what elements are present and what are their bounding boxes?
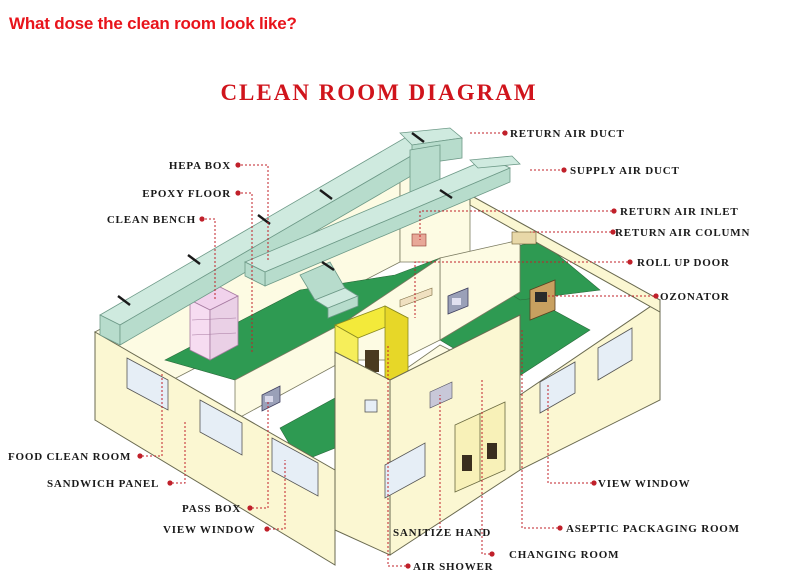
label-pass-box: PASS BOX bbox=[182, 503, 241, 515]
label-return-air-duct: RETURN AIR DUCT bbox=[510, 128, 625, 140]
label-roll-up-door: ROLL UP DOOR bbox=[637, 257, 730, 269]
labels: RETURN AIR DUCT SUPPLY AIR DUCT HEPA BOX… bbox=[8, 128, 750, 573]
window-5 bbox=[597, 327, 633, 381]
window-4 bbox=[539, 361, 576, 414]
label-food-clean-room: FOOD CLEAN ROOM bbox=[8, 451, 131, 463]
leader-lines bbox=[142, 132, 654, 567]
right-side-wall bbox=[469, 194, 661, 313]
label-return-air-inlet: RETURN AIR INLET bbox=[620, 206, 739, 218]
label-air-shower: AIR SHOWER bbox=[413, 561, 494, 573]
page-question: What dose the clean room look like? bbox=[9, 14, 297, 33]
label-supply-air-duct: SUPPLY AIR DUCT bbox=[570, 165, 680, 177]
label-aseptic-packaging-room: ASEPTIC PACKAGING ROOM bbox=[566, 523, 740, 535]
label-clean-bench: CLEAN BENCH bbox=[107, 214, 196, 226]
label-sandwich-panel: SANDWICH PANEL bbox=[47, 478, 159, 490]
label-changing-room: CHANGING ROOM bbox=[509, 549, 619, 561]
label-dots bbox=[137, 130, 659, 569]
label-view-window-right: VIEW WINDOW bbox=[598, 478, 690, 490]
return-air-duct bbox=[99, 127, 463, 346]
window-1 bbox=[126, 357, 169, 411]
window-3 bbox=[271, 437, 319, 497]
supply-air-duct bbox=[244, 155, 521, 319]
label-return-air-column: RETURN AIR COLUMN bbox=[615, 227, 750, 239]
window-2 bbox=[199, 399, 243, 456]
changing-room-wall bbox=[334, 314, 521, 556]
windows bbox=[126, 327, 633, 499]
label-ozonator: OZONATOR bbox=[660, 291, 730, 303]
label-view-window-left: VIEW WINDOW bbox=[163, 524, 255, 536]
diagram-title: CLEAN ROOM DIAGRAM bbox=[220, 80, 538, 105]
label-hepa-box: HEPA BOX bbox=[169, 160, 231, 172]
window-6 bbox=[384, 442, 426, 499]
label-sanitize-hand: SANITIZE HAND bbox=[393, 527, 491, 539]
equipment bbox=[189, 231, 556, 412]
label-epoxy-floor: EPOXY FLOOR bbox=[142, 188, 231, 200]
